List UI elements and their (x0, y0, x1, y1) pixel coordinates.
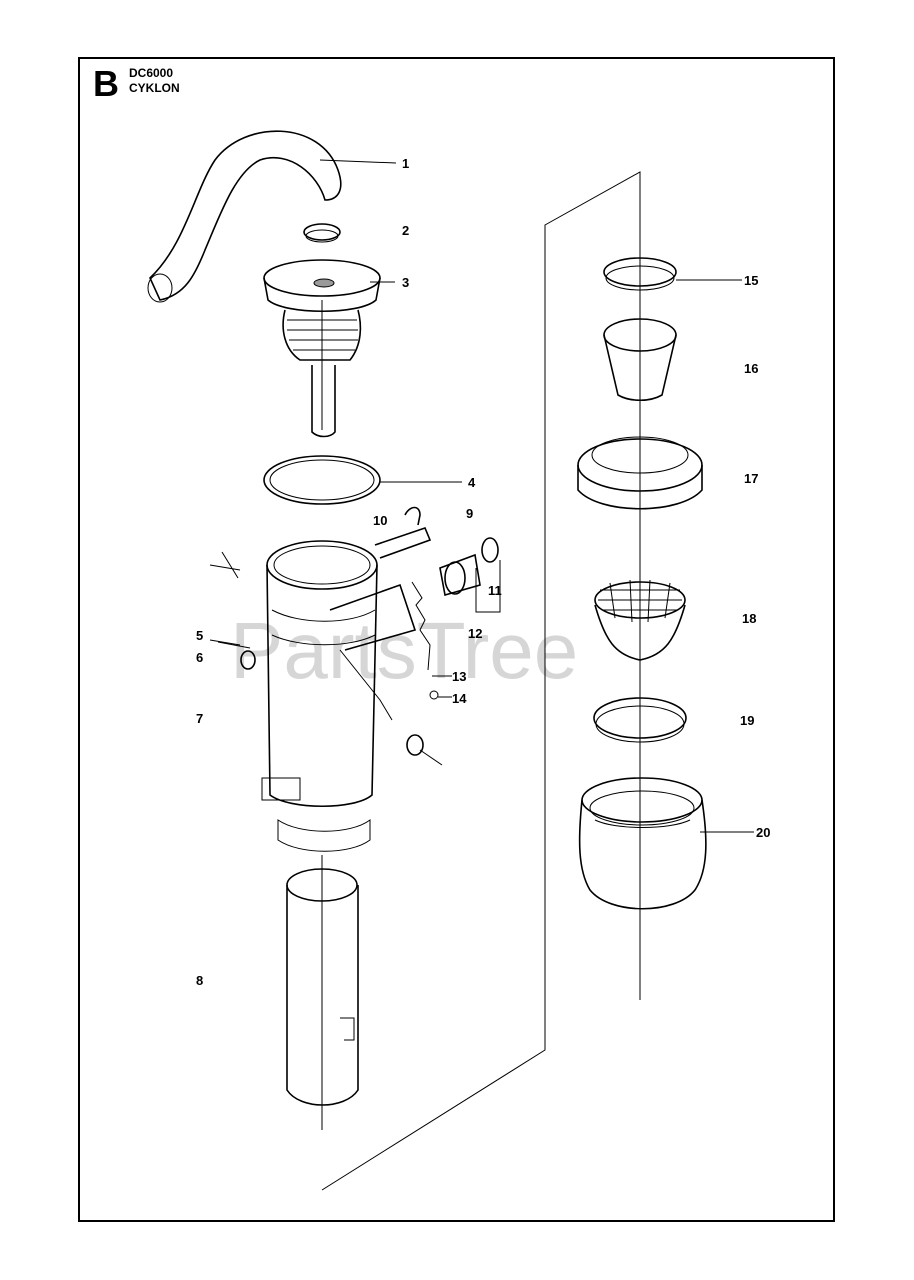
model-title: DC6000 CYKLON (129, 66, 180, 96)
callout-18: 18 (742, 611, 756, 626)
part-12-nozzle[interactable] (439, 537, 499, 597)
part-15-ring-clamp[interactable] (603, 257, 677, 291)
callout-9: 9 (466, 506, 473, 521)
callout-6: 6 (196, 650, 203, 665)
model-subtitle: CYKLON (129, 81, 180, 95)
leader-lines (209, 159, 754, 833)
inner-tube (311, 365, 336, 438)
connector-line (321, 171, 641, 1191)
callout-8: 8 (196, 973, 203, 988)
part-16-cone[interactable] (603, 318, 677, 402)
callout-2: 2 (402, 223, 409, 238)
lever-assembly (339, 649, 443, 766)
part-6-washer[interactable] (240, 650, 256, 670)
part-8-collector-tube[interactable] (286, 868, 359, 1106)
part-2-clamp[interactable] (303, 223, 341, 243)
callout-4: 4 (468, 475, 476, 490)
callout-5: 5 (196, 628, 203, 643)
part-18-filter-basket[interactable] (594, 579, 686, 661)
section-letter: B (93, 63, 119, 104)
part-4-o-ring[interactable] (263, 455, 381, 505)
callout-15: 15 (744, 273, 758, 288)
model-name: DC6000 (129, 66, 174, 80)
callout-3: 3 (402, 275, 409, 290)
callout-14: 14 (452, 691, 467, 706)
part-7-cylinder[interactable] (261, 540, 378, 807)
callout-7: 7 (196, 711, 203, 726)
part-11-bracket[interactable] (475, 560, 501, 613)
part-9-inlet-pipe[interactable] (329, 527, 432, 651)
callout-17: 17 (744, 471, 758, 486)
callout-20: 20 (756, 825, 770, 840)
callout-16: 16 (744, 361, 758, 376)
callout-19: 19 (740, 713, 754, 728)
callout-1: 1 (402, 156, 409, 171)
part-20-container[interactable] (578, 777, 707, 910)
part-17-collar[interactable] (577, 436, 703, 510)
lower-collar (277, 819, 371, 852)
part-5-bolt[interactable] (209, 551, 251, 649)
callout-12: 12 (468, 626, 482, 641)
callout-13: 13 (452, 669, 466, 684)
part-14-nut[interactable] (429, 690, 439, 700)
watermark: PartsTree (230, 606, 578, 695)
part-10-latch[interactable] (404, 506, 421, 526)
part-1-hose[interactable] (147, 130, 342, 303)
diagram-frame (78, 57, 835, 1222)
callout-10: 10 (373, 513, 387, 528)
part-13-spring[interactable] (411, 581, 431, 671)
part-19-ring[interactable] (593, 697, 687, 743)
callout-11: 11 (488, 583, 502, 598)
